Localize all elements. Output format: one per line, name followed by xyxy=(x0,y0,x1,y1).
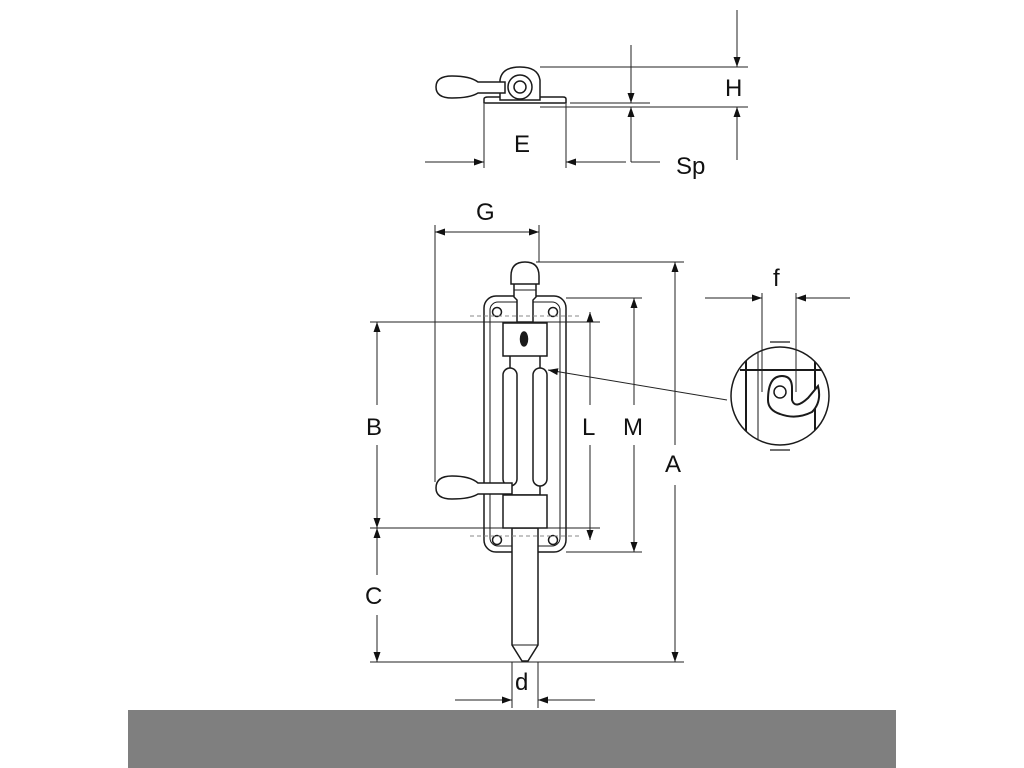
bottom-bar xyxy=(128,710,896,768)
label-L: L xyxy=(582,414,595,441)
detail-view xyxy=(730,341,830,451)
dimension-labels: H E Sp G f B L M A C d xyxy=(365,75,780,696)
label-d: d xyxy=(515,669,528,696)
bolt-handle xyxy=(435,475,513,500)
screw-hole-top-left xyxy=(491,306,503,318)
lower-bracket xyxy=(502,494,548,529)
label-A: A xyxy=(665,451,681,478)
guide-rail-left xyxy=(502,367,518,487)
top-view-pivot-pin xyxy=(513,80,527,94)
detail-leader xyxy=(547,368,728,401)
guide-rail-right xyxy=(532,367,548,487)
label-Sp: Sp xyxy=(676,153,705,180)
label-f: f xyxy=(773,265,780,292)
bolt-top-stem xyxy=(513,281,537,323)
top-view-dimensions xyxy=(425,10,748,168)
upper-bracket-slot xyxy=(519,331,529,347)
front-view xyxy=(435,261,567,662)
label-B: B xyxy=(366,414,382,441)
label-H: H xyxy=(725,75,742,102)
label-E: E xyxy=(514,131,530,158)
label-C: C xyxy=(365,583,382,610)
label-M: M xyxy=(623,414,643,441)
top-view xyxy=(435,66,567,104)
screw-hole-top-right xyxy=(547,306,559,318)
screw-hole-bottom-left xyxy=(491,534,503,546)
label-G: G xyxy=(476,199,495,226)
bolt-rod-lower xyxy=(511,527,539,662)
screw-hole-bottom-right xyxy=(547,534,559,546)
top-view-handle xyxy=(435,75,506,99)
front-view-dimensions xyxy=(370,225,850,708)
bolt-top-knob xyxy=(510,261,540,285)
